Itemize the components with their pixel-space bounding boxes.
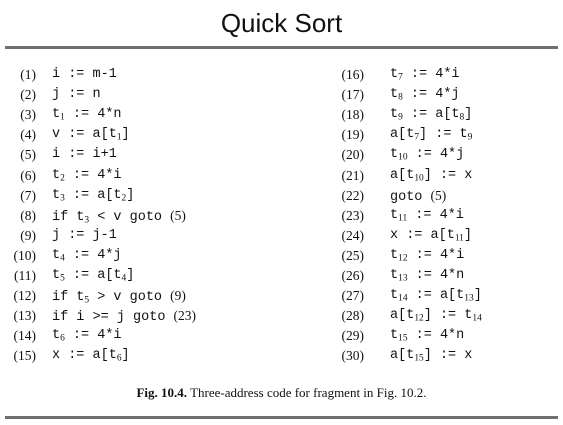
line-number: (15)	[13, 348, 37, 364]
code-statement: i := m-1	[52, 67, 117, 82]
line-number: (14)	[13, 328, 37, 344]
code-line: (12) if t5 > v goto (9)	[8, 286, 308, 306]
code-statement: t9 := a[t8]	[390, 107, 473, 123]
code-statement: j := n	[52, 87, 101, 103]
code-line: (27) t14 := a[t13]	[336, 286, 551, 306]
line-number: (11)	[14, 268, 36, 283]
line-number: (23)	[341, 207, 365, 223]
code-line: (2) j := n	[8, 85, 308, 105]
code-line: (8) if t3 < v goto (5)	[8, 206, 308, 226]
code-statement: a[t7] := t9	[390, 127, 473, 143]
code-statement: if t3 < v goto (5)	[52, 207, 186, 226]
line-number: (10)	[13, 247, 37, 263]
code-statement: t6 := 4*i	[52, 328, 122, 344]
code-statement: a[t12] := t14	[390, 308, 482, 324]
line-number: (18)	[341, 107, 365, 123]
figure-caption: Fig. 10.4. Three-address code for fragme…	[0, 385, 563, 401]
code-line: (23) t11 := 4*i	[336, 206, 551, 226]
line-number: (16)	[341, 67, 365, 82]
code-line: (4) v := a[t1]	[8, 125, 308, 145]
code-line: (14) t6 := 4*i	[8, 326, 308, 346]
code-statement: v := a[t1]	[52, 127, 130, 143]
line-number: (6)	[20, 167, 36, 183]
code-line: (24) x := a[t11]	[336, 226, 551, 246]
line-number: (24)	[341, 227, 365, 243]
top-divider	[5, 46, 558, 49]
line-number: (7)	[20, 187, 36, 203]
code-line: (5) i := i+1	[8, 145, 308, 165]
line-number: (29)	[341, 328, 365, 344]
code-statement: t1 := 4*n	[52, 107, 122, 123]
code-statement: i := i+1	[52, 147, 117, 163]
code-statement: t15 := 4*n	[390, 328, 465, 344]
line-number: (22)	[341, 187, 365, 203]
code-line: (18) t9 := a[t8]	[336, 105, 551, 125]
line-number: (13)	[13, 308, 37, 324]
code-statement: t13 := 4*n	[390, 268, 465, 284]
code-line: (9) j := j-1	[8, 226, 308, 246]
code-statement: t10 := 4*j	[390, 147, 465, 163]
bottom-divider	[5, 416, 558, 419]
code-line: (15) x := a[t6]	[8, 346, 308, 366]
line-number: (30)	[341, 348, 365, 364]
code-statement: a[t15] := x	[390, 348, 473, 364]
code-statement: t8 := 4*j	[390, 87, 460, 103]
code-statement: t4 := 4*j	[52, 247, 122, 264]
line-number: (12)	[13, 288, 37, 304]
code-statement: x := a[t6]	[52, 348, 130, 364]
caption-label: Fig. 10.4.	[136, 385, 188, 400]
line-number: (25)	[341, 247, 365, 263]
code-line: (30) a[t15] := x	[336, 346, 551, 366]
code-statement: t11 := 4*i	[390, 207, 464, 224]
code-statement: if i >= j goto (23)	[52, 308, 197, 326]
code-statement: a[t10] := x	[390, 167, 473, 183]
code-line: (26) t13 := 4*n	[336, 266, 551, 286]
code-statement: t7 := 4*i	[390, 67, 460, 83]
line-number: (1)	[20, 67, 36, 82]
line-number: (28)	[341, 308, 365, 324]
caption-text: Three-address code for fragment in Fig. …	[190, 385, 427, 400]
code-line: (17) t8 := 4*j	[336, 85, 551, 105]
code-line: (11) t5 := a[t4]	[8, 266, 308, 286]
code-line: (1) i := m-1	[8, 65, 308, 85]
code-line: (7) t3 := a[t2]	[8, 186, 308, 206]
code-statement: if t5 > v goto (9)	[52, 288, 186, 306]
code-line: (21) a[t10] := x	[336, 166, 551, 186]
code-statement: t3 := a[t2]	[52, 187, 135, 203]
line-number: (3)	[20, 107, 36, 123]
code-statement: x := a[t11]	[390, 227, 473, 244]
line-number: (27)	[341, 288, 365, 304]
code-line: (28) a[t12] := t14	[336, 306, 551, 326]
line-number: (8)	[20, 207, 36, 223]
line-number: (17)	[341, 87, 365, 103]
code-statement: t2 := 4*i	[52, 167, 122, 183]
code-line: (25) t12 := 4*i	[336, 246, 551, 266]
code-statement: t12 := 4*i	[390, 247, 465, 264]
code-statement: t14 := a[t13]	[390, 288, 482, 304]
code-statement: goto (5)	[390, 187, 447, 205]
code-line: (10) t4 := 4*j	[8, 246, 308, 266]
line-number: (4)	[20, 127, 36, 143]
code-line: (6) t2 := 4*i	[8, 166, 308, 186]
line-number: (20)	[341, 147, 365, 163]
code-statement: j := j-1	[52, 227, 117, 243]
line-number: (21)	[341, 167, 365, 183]
code-statement: t5 := a[t4]	[52, 268, 135, 284]
code-line: (16) t7 := 4*i	[336, 65, 551, 85]
code-line: (19) a[t7] := t9	[336, 125, 551, 145]
code-line: (22) goto (5)	[336, 186, 551, 206]
code-line: (20) t10 := 4*j	[336, 145, 551, 165]
line-number: (19)	[341, 127, 365, 143]
line-number: (9)	[20, 227, 36, 243]
code-line: (13) if i >= j goto (23)	[8, 306, 308, 326]
line-number: (26)	[341, 268, 365, 283]
slide-title: Quick Sort	[220, 8, 343, 38]
line-number: (5)	[20, 147, 36, 163]
line-number: (2)	[20, 87, 36, 103]
code-line: (3) t1 := 4*n	[8, 105, 308, 125]
code-line: (29) t15 := 4*n	[336, 326, 551, 346]
